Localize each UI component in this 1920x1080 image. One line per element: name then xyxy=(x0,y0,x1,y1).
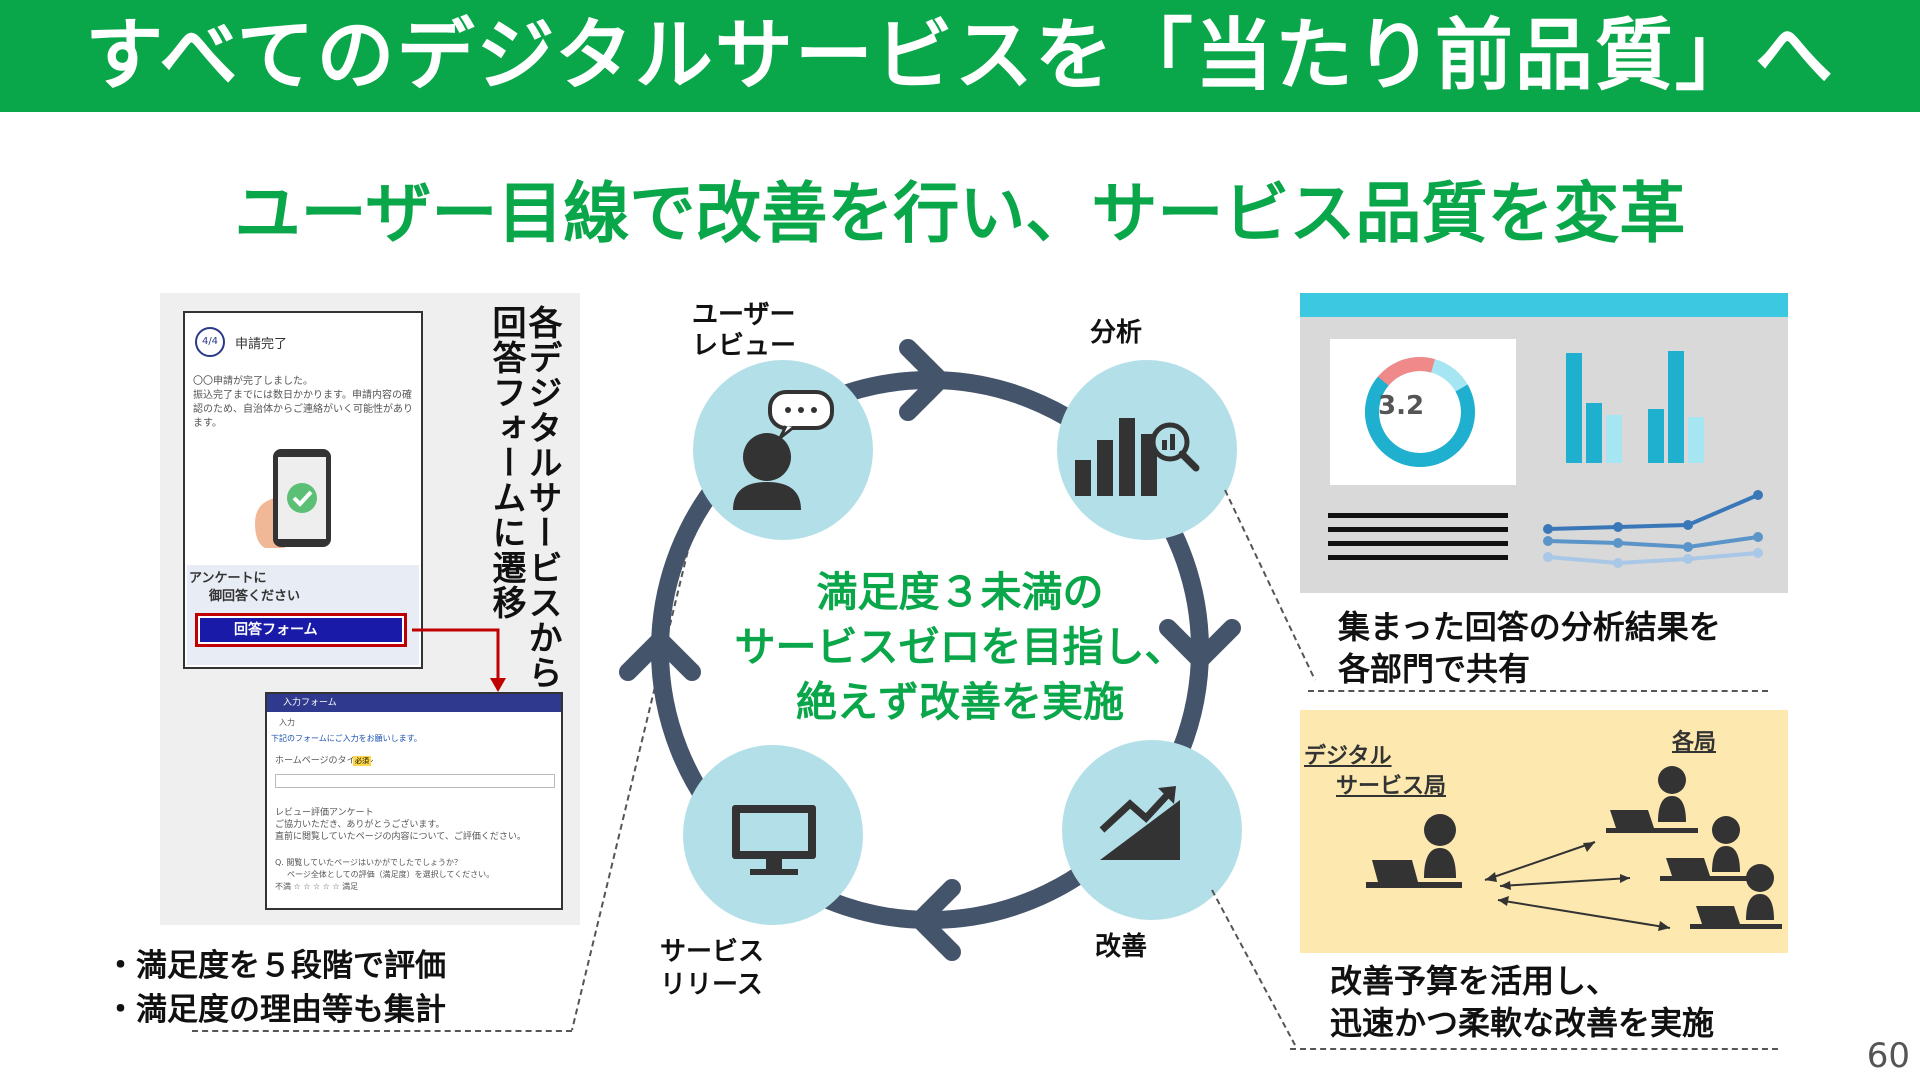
center-line-1: 満足度３未満の xyxy=(816,568,1104,616)
phone-check-icon xyxy=(255,449,331,548)
right-connectors xyxy=(1211,489,1316,1046)
caption2-underline xyxy=(1290,1048,1778,1050)
label-release-1: サービス xyxy=(660,937,765,967)
completion-message: 〇〇申請が完了しました。 振込完了までには数日かかります。申請内容の確認のため、… xyxy=(193,376,413,429)
label-digital-2: サービス局 xyxy=(1336,774,1447,799)
caption-share-2: 各部門で共有 xyxy=(1338,650,1531,688)
question-sub: ページ全体としての評価（満足度）を選択してください。 xyxy=(287,870,495,879)
star-rating[interactable]: 不満 ☆ ☆ ☆ ☆ ☆ 満足 xyxy=(275,882,359,891)
form-instructions: 下記のフォームにご入力をお願いします。 xyxy=(271,734,422,743)
form-required-label: 入力 xyxy=(279,718,295,727)
label-each-bureau: 各局 xyxy=(1672,730,1717,755)
answer-form-button[interactable]: 回答フォーム xyxy=(200,618,402,642)
improvement-icon xyxy=(1099,786,1180,860)
step-indicator: 4/4 xyxy=(195,327,225,357)
user-review-icon xyxy=(733,390,834,510)
caption-budget-1: 改善予算を活用し、 xyxy=(1330,962,1619,1000)
survey-prompt-line2: 御回答ください xyxy=(209,589,301,604)
center-line-2: サービスゼロを目指し、 xyxy=(734,623,1186,671)
review-thanks: ご協力いただき、ありがとうございます。 xyxy=(275,820,445,830)
required-badge: 必須 xyxy=(353,756,371,766)
center-goal-text: 満足度３未満の サービスゼロを目指し、 絶えず改善を実施 xyxy=(700,565,1220,730)
review-instructions: 直前に閲覧していたページの内容について、ご評価ください。 xyxy=(275,832,526,842)
page-subtitle: ユーザー目線で改善を行い、サービス品質を変革 xyxy=(234,175,1686,252)
org-people-icons xyxy=(1366,766,1782,931)
page-title: すべてのデジタルサービスを「当たり前品質」へ xyxy=(85,11,1835,101)
label-improvement: 改善 xyxy=(1095,932,1148,962)
arrow-bottom xyxy=(911,879,961,961)
donut-value: 3.2 xyxy=(1378,391,1425,421)
bullet-reasons: ・満足度の理由等も集計 xyxy=(105,992,446,1028)
title-input[interactable] xyxy=(275,774,555,788)
arrow-right xyxy=(1159,619,1241,669)
vertical-text-services: 各デジタルサービスから xyxy=(522,305,562,690)
completion-heading: 申請完了 xyxy=(235,337,288,352)
text-lines-icon xyxy=(1328,513,1508,560)
caption1-underline xyxy=(1308,690,1768,692)
org-panel: デジタル サービス局 各局 xyxy=(1300,710,1788,953)
bar-chart-icon xyxy=(1566,351,1704,463)
center-line-3: 絶えず改善を実施 xyxy=(796,678,1124,726)
donut-chart xyxy=(1365,357,1475,467)
form-button-highlight: 回答フォーム xyxy=(195,613,407,647)
arrow-left xyxy=(619,631,701,681)
label-user-review-1: ユーザー xyxy=(692,300,796,330)
bullet-underline xyxy=(192,1030,572,1032)
input-form-card: 入力フォーム 入力 下記のフォームにご入力をお願いします。 ホームページのタイト… xyxy=(265,692,563,910)
form-field-title: ホームページのタイトル xyxy=(275,756,374,766)
vertical-text-transition: 回答フォームに遷移 xyxy=(486,305,526,620)
dashboard-top-bar xyxy=(1300,293,1788,317)
label-analysis: 分析 xyxy=(1090,318,1143,348)
improvement-cycle xyxy=(619,339,1242,961)
monitor-icon xyxy=(732,805,816,875)
label-release-2: リリース xyxy=(660,970,763,1000)
arrow-top xyxy=(899,339,949,421)
form-field-review: レビュー評価アンケート xyxy=(275,808,374,818)
transition-arrow xyxy=(412,628,506,692)
completion-screen-card: 4/4 申請完了 〇〇申請が完了しました。 振込完了までには数日かかります。申請… xyxy=(183,311,423,669)
question-text: Q. 閲覧していたページはいかがでしたでしょうか？ xyxy=(275,858,462,867)
label-user-review-2: レビュー xyxy=(692,331,797,361)
label-digital-1: デジタル xyxy=(1304,744,1392,769)
caption-share-1: 集まった回答の分析結果を xyxy=(1338,608,1721,646)
page-number: 60 xyxy=(1866,1036,1910,1076)
caption-budget-2: 迅速かつ柔軟な改善を実施 xyxy=(1330,1004,1715,1042)
line-chart-icon xyxy=(1543,490,1763,568)
analysis-icon xyxy=(1075,418,1200,496)
form-title-bar: 入力フォーム xyxy=(267,694,561,712)
dashboard-panel: 3.2 xyxy=(1300,293,1788,593)
bullet-rating: ・満足度を５段階で評価 xyxy=(105,948,446,984)
header-bar xyxy=(0,0,1920,112)
survey-prompt-line1: アンケートに xyxy=(189,571,267,586)
